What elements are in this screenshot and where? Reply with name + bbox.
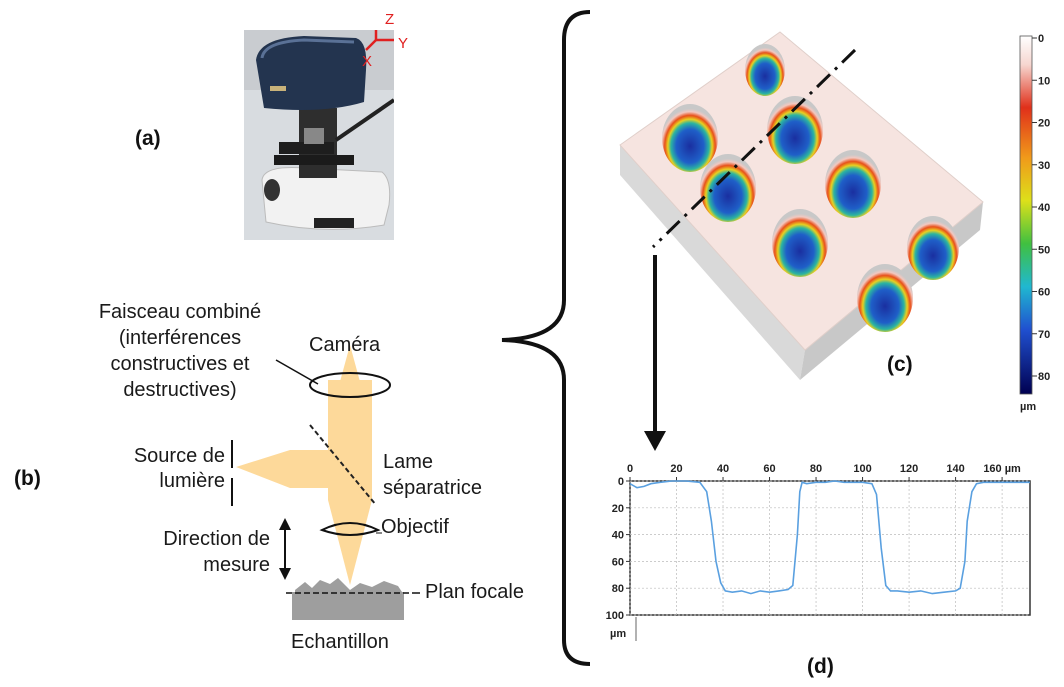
colorbar-tick-label: 10 [1038, 75, 1050, 87]
profile-cut-line [651, 48, 857, 249]
axis-z-label: Z [385, 11, 395, 28]
beam-source [236, 450, 340, 488]
hole-6 [907, 216, 959, 280]
measure-direction-label: Direction de mesure [163, 528, 270, 576]
profile-chart: 0 20 40 60 80 100 120 140 160 µm 0 20 40 60 80 100 µm [606, 463, 1031, 641]
sample-label: Echantillon [291, 631, 389, 653]
camera-label: Caméra [309, 334, 381, 356]
hole-8 [745, 44, 785, 96]
hole-4 [825, 150, 881, 218]
x-tick-label: 140 [946, 463, 964, 475]
hole-3 [700, 154, 756, 222]
surface-top [619, 31, 984, 351]
y-tick-label: 40 [612, 530, 624, 542]
hole-2 [767, 96, 823, 164]
x-tick-label: 80 [810, 463, 822, 475]
colorbar-tick-label: 0 [1038, 33, 1044, 45]
profile-arrow [644, 255, 666, 451]
x-tick-label: 0 [627, 463, 633, 475]
panel-label-b: (b) [14, 467, 41, 490]
objective-label: Objectif [381, 516, 449, 538]
colorbar-tick-label: 60 [1038, 287, 1050, 299]
y-tick-label: 100 [606, 610, 624, 622]
microscope-photo [244, 30, 394, 240]
hole-1 [662, 104, 718, 172]
sample-block [292, 592, 404, 620]
colorbar-tick-label: 30 [1038, 160, 1050, 172]
beam-splitter [309, 424, 377, 506]
surface-3d [619, 31, 984, 380]
y-tick-label: 20 [612, 503, 624, 515]
panel-label-a: (a) [135, 127, 161, 150]
colorbar-tick-label: 80 [1038, 371, 1050, 383]
panel-label-d: (d) [807, 655, 834, 678]
axis-y-label: Y [398, 35, 409, 52]
x-tick-label: 60 [763, 463, 775, 475]
x-tick-label: 100 [853, 463, 871, 475]
panel-label-c: (c) [887, 353, 913, 376]
axis-x-label: X [362, 53, 373, 70]
curly-brace [501, 10, 591, 666]
colorbar-tick-label: 50 [1038, 244, 1050, 256]
focal-plane-label: Plan focale [425, 581, 524, 603]
colorbar-tick-label: 20 [1038, 118, 1050, 130]
profile-line [629, 480, 1030, 595]
y-tick-label: 80 [612, 583, 624, 595]
colorbar-tick-label: 40 [1038, 202, 1050, 214]
light-source-label: Source de lumière [133, 445, 225, 492]
x-tick-label: 160 µm [983, 463, 1021, 475]
plot-area [629, 480, 1031, 616]
y-tick-label: 60 [612, 556, 624, 568]
combined-beam-label: Faisceau combiné (interférences construc… [98, 301, 262, 401]
hole-5 [772, 209, 828, 277]
colorbar-gradient [1019, 35, 1033, 395]
beam-bottom [328, 500, 372, 585]
colorbar-tick-label: 70 [1038, 329, 1050, 341]
optical-diagram [231, 345, 420, 620]
x-tick-label: 120 [900, 463, 918, 475]
surface-side-left [620, 145, 805, 380]
y-tick-label: 0 [618, 476, 624, 488]
objective-lens [319, 522, 381, 536]
colorbar-ticks: 0 10 20 30 40 50 60 70 80 [1032, 33, 1050, 383]
y-unit: µm [610, 628, 626, 640]
hole-7 [857, 264, 913, 332]
colorbar-unit: µm [1020, 401, 1036, 413]
beam-splitter-label: Lame séparatrice [383, 451, 482, 499]
lens-camera [309, 372, 391, 398]
colorbar: 0 10 20 30 40 50 60 70 80 µm [1019, 33, 1050, 413]
x-tick-label: 20 [670, 463, 682, 475]
x-tick-label: 40 [717, 463, 729, 475]
